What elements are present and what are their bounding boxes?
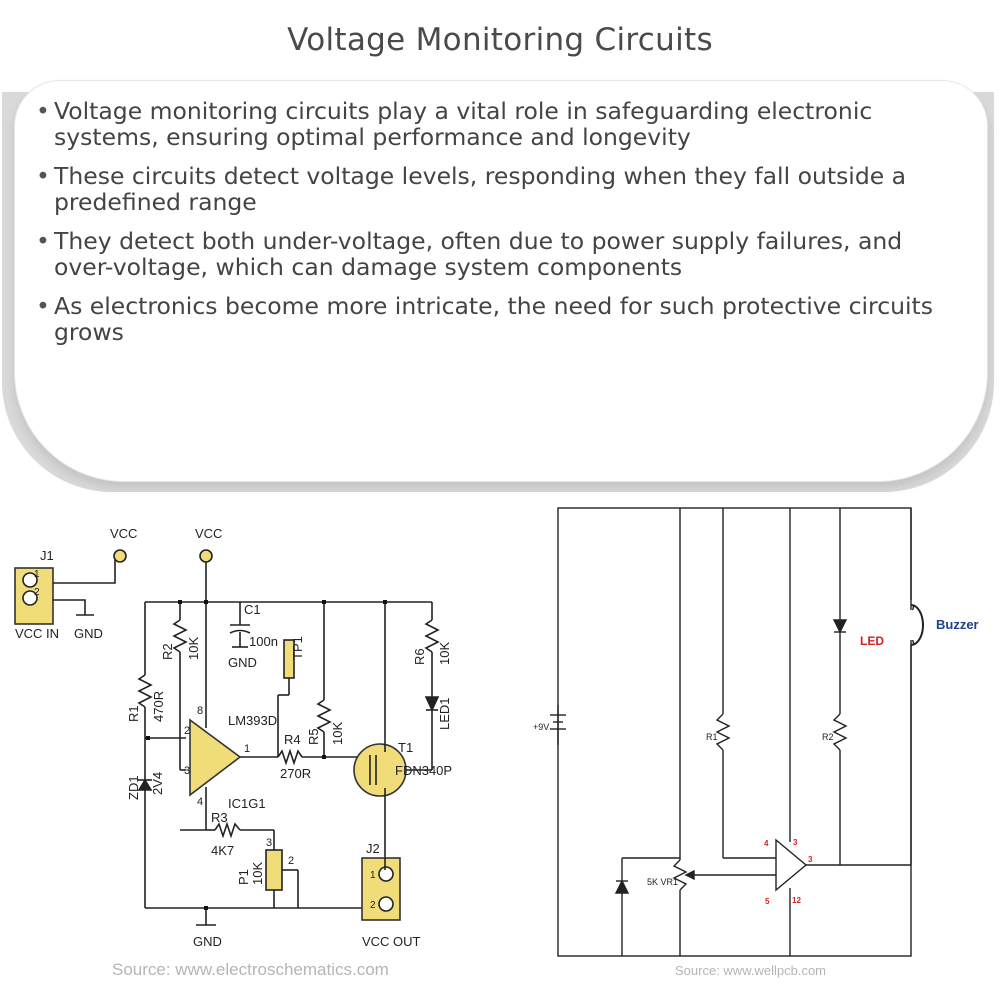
bullet-item: They detect both under-voltage, often du… bbox=[36, 228, 966, 280]
opamp-pin2: 2 bbox=[184, 725, 190, 737]
r3-label: R3 bbox=[211, 810, 228, 825]
j1-label: J1 bbox=[40, 548, 54, 563]
opamp-pin1: 1 bbox=[244, 743, 250, 755]
r5-label: R5 bbox=[306, 728, 321, 745]
opamp-pin8: 8 bbox=[197, 705, 203, 717]
t1-value: FDN340P bbox=[395, 763, 452, 778]
p1-pin2: 2 bbox=[288, 855, 294, 867]
opamp-pin3: 3 bbox=[184, 765, 190, 777]
gnd-c1-label: GND bbox=[228, 655, 257, 670]
bullet-item: As electronics become more intricate, th… bbox=[36, 293, 966, 345]
bullet-list: Voltage monitoring circuits play a vital… bbox=[36, 98, 966, 358]
t1-label: T1 bbox=[398, 740, 413, 755]
r4-value: 270R bbox=[280, 766, 311, 781]
r2-label: R2 bbox=[160, 643, 175, 660]
r2-value: 10K bbox=[186, 637, 201, 660]
bullet-item: Voltage monitoring circuits play a vital… bbox=[36, 98, 966, 150]
bullet-item: These circuits detect voltage levels, re… bbox=[36, 163, 966, 215]
r1-value: 470R bbox=[151, 691, 166, 722]
vcc-out-label: VCC OUT bbox=[362, 934, 421, 949]
j2-label: J2 bbox=[366, 841, 380, 856]
r1-label-right: R1 bbox=[706, 732, 718, 742]
c1-label: C1 bbox=[244, 602, 261, 617]
p1-pin3: 3 bbox=[266, 837, 272, 849]
pin5-label: 5 bbox=[765, 897, 770, 906]
pin4-label: 4 bbox=[764, 839, 769, 848]
left-schematic: J1 1 2 VCC IN GND VCC VCC C1 100n GND TP… bbox=[14, 526, 452, 949]
r5-value: 10K bbox=[330, 722, 345, 745]
battery-label: +9V bbox=[533, 722, 549, 732]
r4-label: R4 bbox=[284, 732, 301, 747]
p1-value: 10K bbox=[250, 862, 265, 885]
vcc-in-label: VCC IN bbox=[15, 626, 59, 641]
ic1g1-label: IC1G1 bbox=[228, 796, 266, 811]
j2-pin1-label: 1 bbox=[370, 870, 376, 881]
r3-value: 4K7 bbox=[211, 843, 234, 858]
gnd-j1-label: GND bbox=[74, 626, 103, 641]
r2-label-right: R2 bbox=[822, 732, 834, 742]
j2-pin2-label: 2 bbox=[370, 900, 376, 911]
vcc-label-b: VCC bbox=[195, 526, 222, 541]
buzzer-label: Buzzer bbox=[936, 617, 979, 632]
led1-label: LED1 bbox=[437, 697, 452, 730]
p1-label: P1 bbox=[236, 869, 251, 885]
gnd-bottom-label: GND bbox=[193, 934, 222, 949]
j1-pin1-label: 1 bbox=[34, 569, 40, 580]
vcc-label-a: VCC bbox=[110, 526, 137, 541]
r1-label: R1 bbox=[126, 705, 141, 722]
tp1-label: TP1 bbox=[290, 636, 305, 660]
zd1-label: ZD1 bbox=[126, 775, 141, 800]
zd1-value: 2V4 bbox=[150, 772, 165, 795]
j1-pin2-label: 2 bbox=[34, 587, 40, 598]
vr1-label: 5K VR1 bbox=[647, 877, 678, 887]
pin3b-label: 3 bbox=[808, 855, 813, 864]
c1-value: 100n bbox=[249, 634, 278, 649]
page-title: Voltage Monitoring Circuits bbox=[287, 22, 713, 58]
pin12-label: 12 bbox=[792, 896, 801, 905]
r6-value: 10K bbox=[437, 642, 452, 665]
right-source-credit: Source: www.wellpcb.com bbox=[675, 963, 826, 978]
lm393-label: LM393D bbox=[228, 713, 277, 728]
opamp-pin4: 4 bbox=[197, 796, 203, 808]
right-schematic: +9V R1 R2 5K VR1 LED Buzzer 4 3 3 5 12 bbox=[533, 507, 979, 957]
led-label: LED bbox=[860, 634, 884, 648]
left-source-credit: Source: www.electroschematics.com bbox=[112, 960, 389, 979]
r6-label: R6 bbox=[412, 648, 427, 665]
pin3a-label: 3 bbox=[793, 838, 798, 847]
